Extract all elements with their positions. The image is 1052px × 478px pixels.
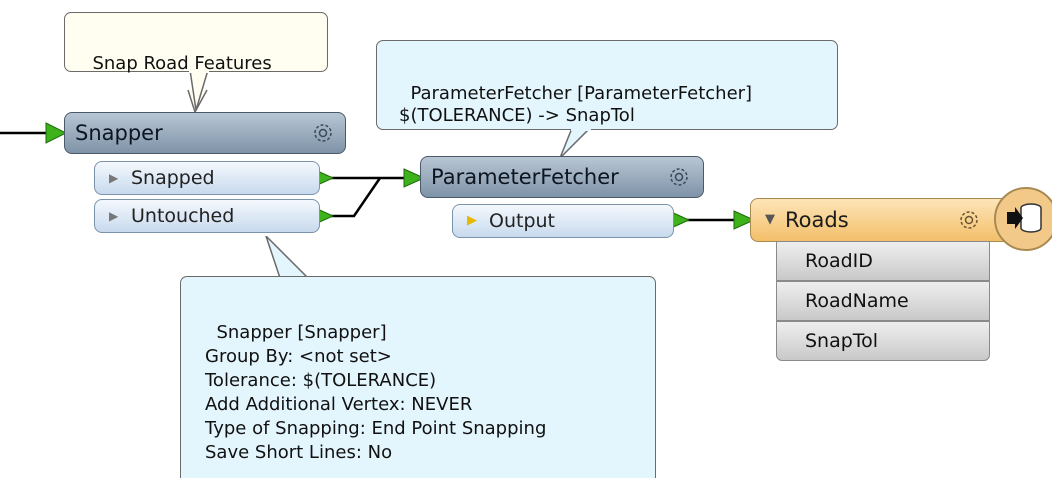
annotation-text: ParameterFetcher [ParameterFetcher] $(TO… [399,83,753,126]
attribute-label: SnapTol [805,330,879,352]
parameter-fetcher-title: ParameterFetcher [431,165,619,189]
port-untouched[interactable]: ▶ Untouched [94,199,320,233]
gear-icon[interactable] [667,165,691,189]
parameter-fetcher-input-arrow [403,168,426,188]
attribute-label: RoadName [805,290,909,312]
annotation-snapper[interactable]: Snapper [Snapper] Group By: <not set> To… [180,276,656,478]
roads-title: Roads [785,208,849,232]
port-label: Snapped [131,167,215,189]
port-label: Output [489,210,555,232]
database-icon[interactable] [993,186,1052,252]
triangle-right-icon: ▶ [109,209,119,223]
annotation-tail-snap-road [189,70,209,111]
triangle-right-icon: ▶ [109,171,119,185]
roads-writer-feature-type[interactable]: ▼ Roads [750,198,1020,242]
annotation-parameter-fetcher[interactable]: ParameterFetcher [ParameterFetcher] $(TO… [376,40,838,130]
connection-untouched[interactable] [328,177,382,218]
snapper-title: Snapper [75,121,163,145]
annotation-tail-parameter-fetcher [560,128,592,159]
roads-input-arrow [733,210,756,230]
attribute-roadname[interactable]: RoadName [776,281,990,321]
port-label: Untouched [131,205,235,227]
port-snapped[interactable]: ▶ Snapped [94,161,320,195]
triangle-down-icon: ▼ [765,212,775,227]
attribute-snaptol[interactable]: SnapTol [776,321,990,361]
triangle-right-icon: ▶ [467,213,477,228]
annotation-text: Snapper [Snapper] Group By: <not set> To… [205,322,547,463]
port-output[interactable]: ▶ Output [452,204,674,238]
parameter-fetcher-transformer[interactable]: ParameterFetcher [420,156,704,198]
snapper-transformer[interactable]: Snapper [64,112,346,154]
attribute-label: RoadID [805,250,873,272]
gear-icon[interactable] [957,208,981,232]
snapper-input-arrow [45,122,68,144]
annotation-snap-road-features[interactable]: Snap Road Features [64,12,328,74]
attribute-roadid[interactable]: RoadID [776,241,990,281]
gear-icon[interactable] [311,121,335,145]
annotation-text: Snap Road Features [92,53,272,74]
